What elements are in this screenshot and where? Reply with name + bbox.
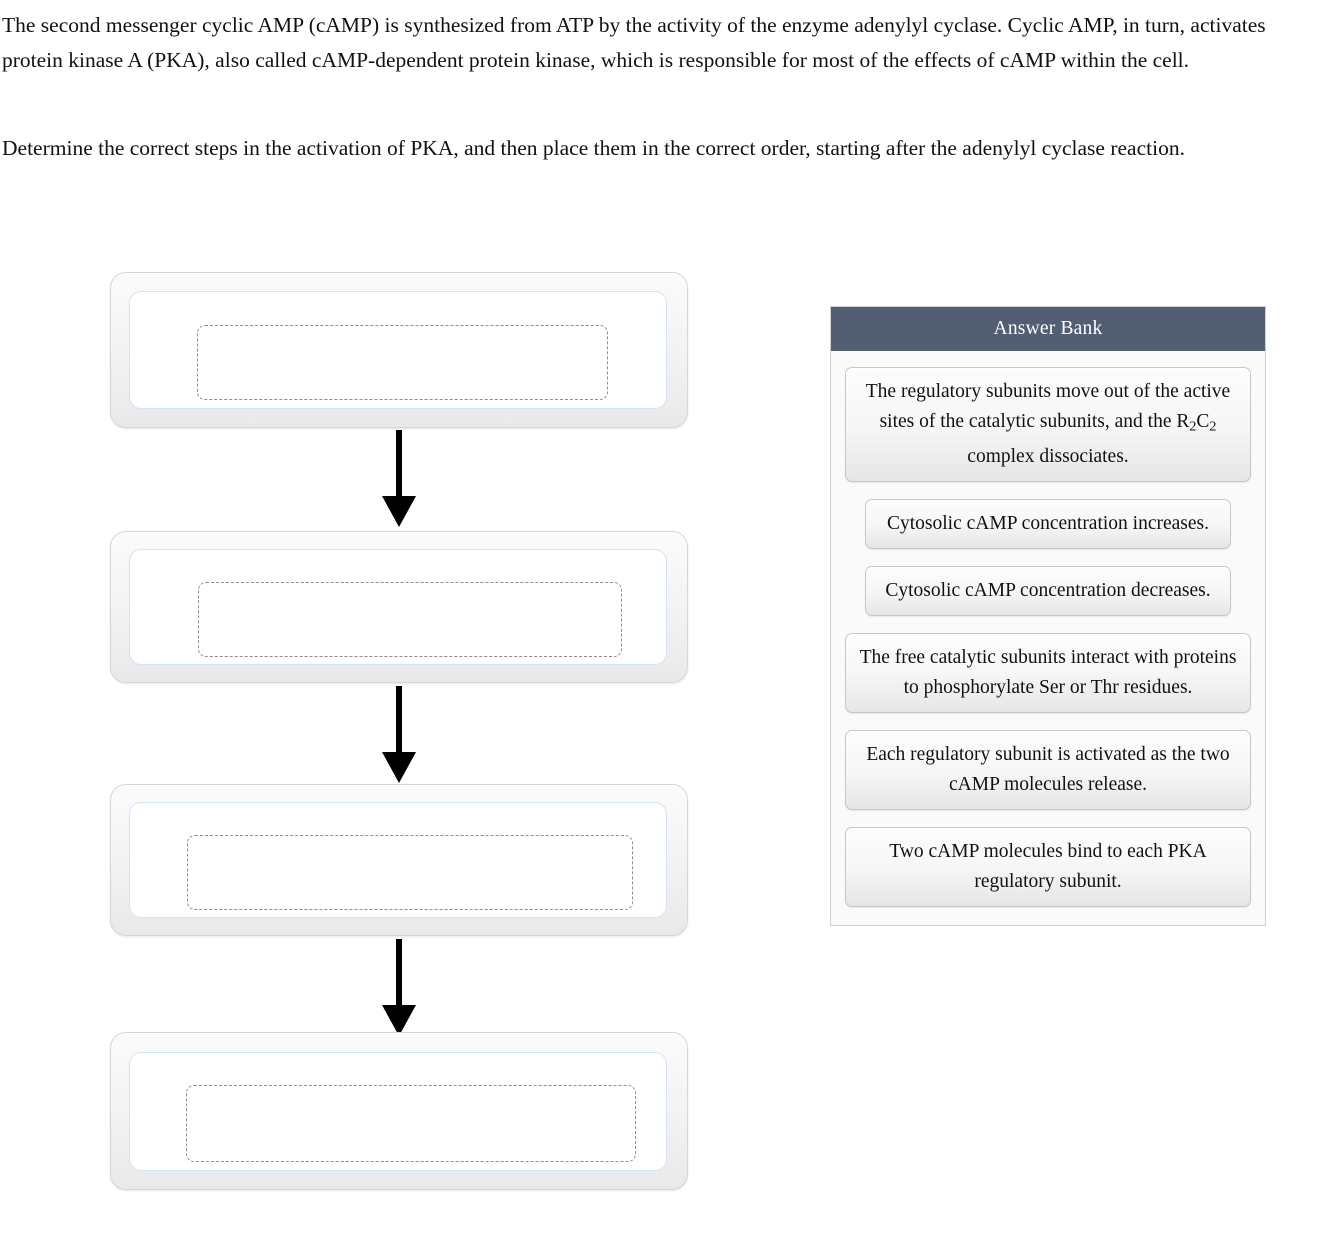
answer-bank-item[interactable]: Cytosolic cAMP concentration decreases.	[865, 565, 1231, 616]
sequence-slot-3-inner	[129, 802, 667, 918]
answer-bank-panel: Answer Bank The regulatory subunits move…	[830, 306, 1266, 926]
sequence-slot-1-droptarget[interactable]	[197, 325, 608, 400]
sequence-slot-2-droptarget[interactable]	[198, 582, 622, 657]
answer-bank-item[interactable]: Each regulatory subunit is activated as …	[845, 729, 1251, 810]
sequence-slot-2[interactable]	[110, 531, 688, 683]
sequence-slot-3[interactable]	[110, 784, 688, 936]
sequence-slot-4[interactable]	[110, 1032, 688, 1190]
prompt-paragraph-2: Determine the correct steps in the activ…	[2, 136, 1185, 160]
answer-bank-item[interactable]: The free catalytic subunits interact wit…	[845, 632, 1251, 713]
answer-bank-title: Answer Bank	[831, 307, 1265, 351]
answer-bank-item[interactable]: The regulatory subunits move out of the …	[845, 367, 1251, 482]
down-arrow-icon	[382, 939, 416, 1036]
sequence-slot-4-inner	[129, 1052, 667, 1171]
answer-bank-list: The regulatory subunits move out of the …	[831, 351, 1265, 925]
down-arrow-icon	[382, 686, 416, 783]
sequence-slot-2-inner	[129, 549, 667, 665]
sequence-slot-3-droptarget[interactable]	[187, 835, 633, 910]
answer-bank-item[interactable]: Cytosolic cAMP concentration increases.	[865, 498, 1231, 549]
sequence-slot-4-droptarget[interactable]	[186, 1085, 636, 1162]
sequence-slot-1[interactable]	[110, 272, 688, 428]
down-arrow-icon	[382, 430, 416, 527]
prompt-paragraph-1: The second messenger cyclic AMP (cAMP) i…	[2, 13, 1266, 72]
sequence-slot-1-inner	[129, 291, 667, 409]
answer-bank-item[interactable]: Two cAMP molecules bind to each PKA regu…	[845, 826, 1251, 907]
